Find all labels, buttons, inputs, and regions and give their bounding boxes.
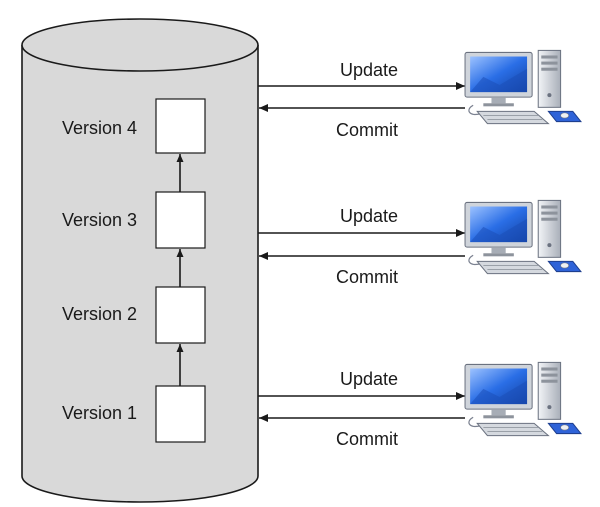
client-2-update-label: Update bbox=[340, 206, 398, 226]
client-3-update-label: Update bbox=[340, 369, 398, 389]
desktop-computer-icon bbox=[464, 49, 582, 125]
version-4-box bbox=[155, 98, 206, 154]
client-1: Update Commit bbox=[258, 49, 582, 140]
repository-cylinder bbox=[21, 18, 259, 503]
version-1: Version 1 bbox=[62, 385, 206, 443]
version-3-box bbox=[155, 191, 206, 249]
client-1-update-label: Update bbox=[340, 60, 398, 80]
version-1-label: Version 1 bbox=[62, 403, 137, 423]
version-3: Version 3 bbox=[62, 191, 206, 249]
client-3: Update Commit bbox=[258, 361, 582, 449]
version-2-label: Version 2 bbox=[62, 304, 137, 324]
desktop-computer-icon bbox=[464, 199, 582, 275]
version-1-box bbox=[155, 385, 206, 443]
version-3-label: Version 3 bbox=[62, 210, 137, 230]
desktop-computer-icon bbox=[464, 361, 582, 437]
client-1-commit-label: Commit bbox=[336, 120, 398, 140]
client-2-commit-label: Commit bbox=[336, 267, 398, 287]
client-3-commit-label: Commit bbox=[336, 429, 398, 449]
client-2: Update Commit bbox=[258, 199, 582, 287]
cylinder-top bbox=[21, 18, 259, 72]
version-4: Version 4 bbox=[62, 98, 206, 154]
cylinder-body bbox=[21, 45, 259, 503]
version-4-label: Version 4 bbox=[62, 118, 137, 138]
version-2-box bbox=[155, 286, 206, 344]
